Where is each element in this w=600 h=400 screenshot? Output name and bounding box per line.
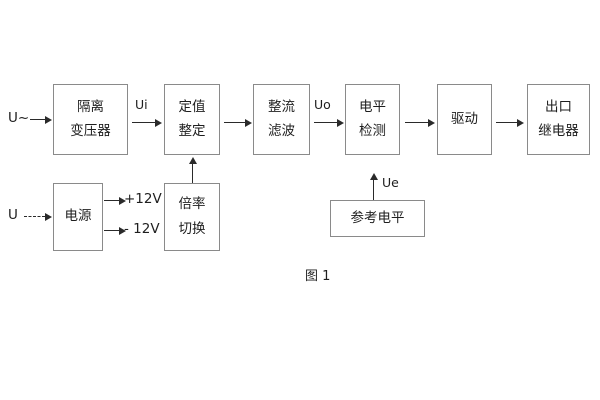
block-level-detect[interactable]: 电平 检测 — [345, 84, 400, 155]
rail-label-positive: +12V — [124, 191, 162, 207]
block-label-line1: 定值 — [178, 98, 206, 115]
input-label-ac: U~ — [8, 110, 30, 126]
input-label-dc: U — [8, 207, 18, 223]
block-label-line2: 检测 — [359, 123, 386, 139]
arrow-ratioswitch-to-setpoint — [188, 157, 197, 183]
block-label-line1: 出口 — [545, 98, 572, 115]
input-ac-arrow — [30, 115, 52, 124]
block-label-line1: 电源 — [64, 208, 92, 225]
block-label-line2: 切换 — [178, 220, 206, 237]
block-label-line2: 整定 — [178, 123, 206, 139]
block-setpoint-adjust[interactable]: 定值 整定 — [164, 84, 220, 155]
block-drive[interactable]: 驱动 — [437, 84, 492, 155]
arrow-leveldetect-to-drive — [405, 118, 435, 127]
rail-arrow-positive — [104, 196, 126, 205]
arrow-drive-to-relay — [496, 118, 524, 127]
block-isolation-transformer[interactable]: 隔离 变压器 — [53, 84, 128, 155]
block-label-line1: 隔离 — [77, 98, 104, 115]
rail-label-negative: - 12V — [124, 221, 160, 237]
arrow-setpoint-to-rectify — [224, 118, 252, 127]
block-power-supply[interactable]: 电源 — [53, 183, 103, 251]
block-output-relay[interactable]: 出口 继电器 — [527, 84, 590, 155]
rail-arrow-negative — [104, 226, 126, 235]
signal-label-ue: Ue — [382, 175, 399, 190]
block-label-line1: 驱动 — [451, 110, 478, 127]
arrow-reference-to-leveldetect — [369, 173, 378, 200]
block-label-line2: 继电器 — [538, 123, 579, 139]
block-label-line1: 参考电平 — [350, 209, 405, 226]
arrow-transformer-to-setpoint — [132, 118, 162, 127]
signal-label-ui: Ui — [135, 97, 148, 112]
signal-label-uo: Uo — [314, 97, 331, 112]
block-label-line1: 整流 — [268, 98, 295, 115]
input-dc-arrow — [24, 212, 52, 221]
arrow-rectify-to-leveldetect — [314, 118, 344, 127]
block-label-line1: 倍率 — [178, 196, 206, 212]
figure-caption: 图 1 — [305, 269, 331, 284]
block-ratio-switch[interactable]: 倍率 切换 — [164, 183, 220, 251]
block-label-line2: 变压器 — [70, 123, 111, 139]
block-label-line1: 电平 — [359, 98, 386, 115]
block-rectify-filter[interactable]: 整流 滤波 — [253, 84, 310, 155]
block-reference-level[interactable]: 参考电平 — [330, 200, 425, 237]
block-label-line2: 滤波 — [268, 123, 295, 139]
